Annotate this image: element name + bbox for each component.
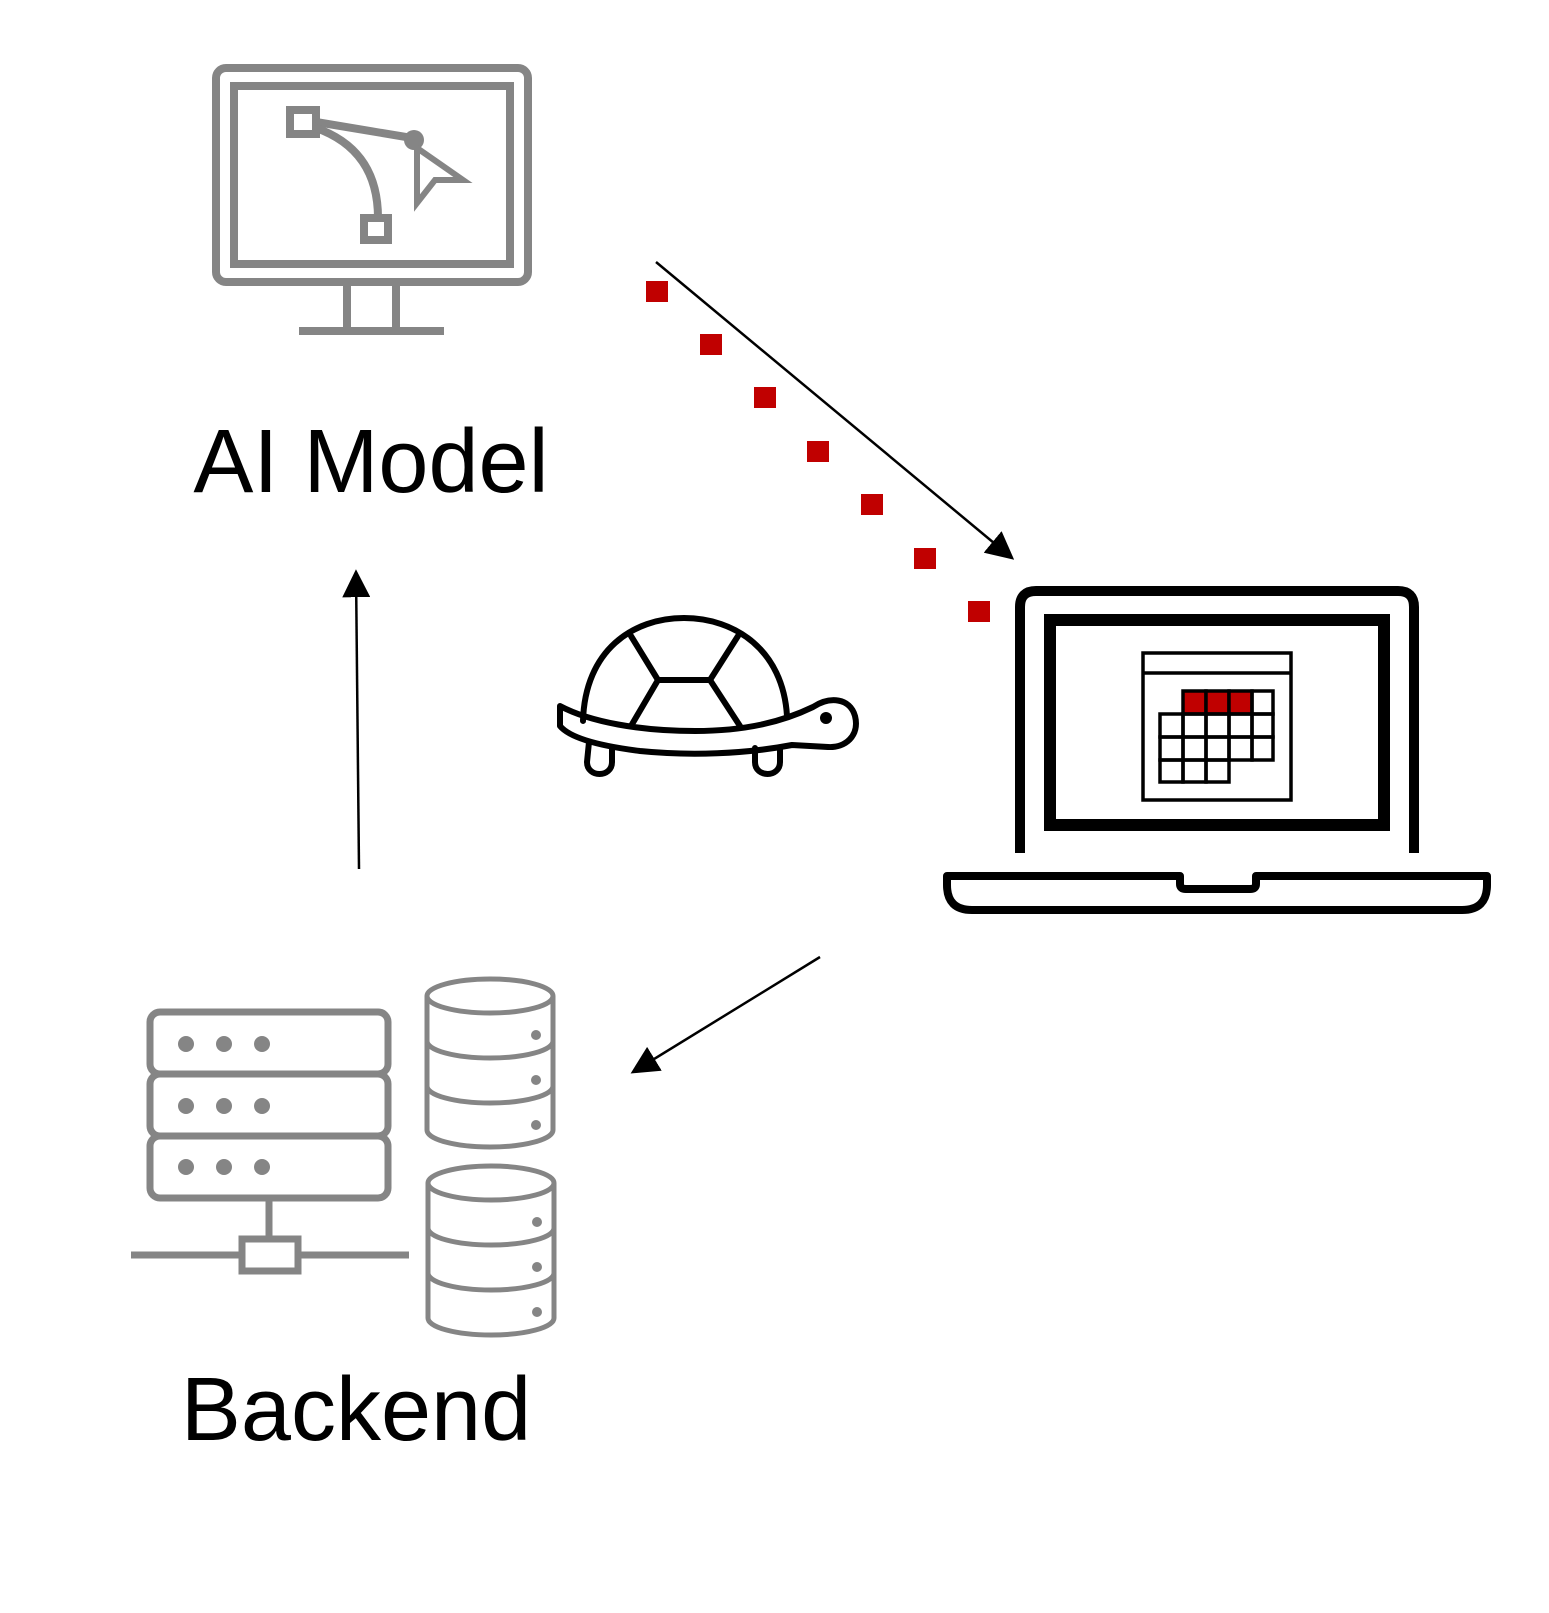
server-led — [254, 1036, 270, 1052]
database-indicator — [531, 1030, 541, 1040]
desktop-monitor-vector-edit-icon — [212, 64, 532, 335]
ai-model-label: AI Model — [193, 412, 548, 512]
turtle-icon — [557, 615, 859, 777]
laptop-base — [943, 872, 1491, 914]
server-led — [216, 1036, 232, 1052]
stream-dot — [807, 441, 829, 462]
database-cylinder-icon — [425, 1163, 557, 1338]
calendar-cell — [1158, 735, 1185, 762]
stream-dot — [968, 601, 990, 622]
database-body — [424, 996, 556, 1150]
server-network-node — [238, 1235, 302, 1275]
arrow-ai-model-to-client — [655, 261, 1015, 560]
server-led — [254, 1098, 270, 1114]
calendar-cell — [1227, 735, 1254, 762]
calendar-cell-highlight — [1227, 689, 1254, 716]
calendar-cell — [1204, 758, 1231, 784]
calendar-cell — [1250, 712, 1275, 739]
bezier-handle-line — [315, 118, 413, 142]
bezier-curve-path — [314, 124, 382, 219]
database-cylinder-icon — [424, 976, 556, 1150]
turtle-shell-pattern — [628, 633, 743, 729]
calendar-cell — [1181, 735, 1208, 762]
calendar-cell — [1158, 758, 1185, 784]
database-top — [424, 976, 556, 1016]
laptop-lid — [1015, 586, 1419, 853]
laptop-screen — [1044, 614, 1390, 831]
laptop-calendar-icon — [943, 586, 1491, 914]
database-indicator — [531, 1120, 541, 1130]
database-divider — [424, 1085, 556, 1106]
server-led — [216, 1159, 232, 1175]
server-led-dots — [178, 1036, 270, 1175]
server-database-icon — [131, 976, 557, 1338]
database-top — [425, 1163, 557, 1203]
calendar-cell — [1250, 735, 1275, 762]
calendar-cell — [1250, 689, 1275, 716]
server-led — [178, 1036, 194, 1052]
server-led — [216, 1098, 232, 1114]
calendar-cell — [1158, 712, 1185, 739]
server-led — [178, 1159, 194, 1175]
monitor-outer-frame — [212, 64, 532, 286]
bezier-anchor-top-icon — [286, 106, 320, 138]
arrow-client-to-backend — [630, 955, 821, 1074]
calendar-cell-highlight — [1204, 689, 1231, 716]
turtle-eye — [820, 712, 832, 724]
bezier-anchor-bottom-icon — [360, 214, 392, 244]
turtle-leg-front — [584, 739, 615, 777]
database-indicator — [532, 1217, 542, 1227]
database-divider — [424, 1040, 556, 1061]
backend-label: Backend — [181, 1360, 531, 1460]
calendar-cell — [1181, 712, 1208, 739]
calendar-cell — [1204, 735, 1231, 762]
calendar-icon — [1141, 651, 1293, 802]
turtle-body — [557, 697, 859, 757]
turtle-leg-back — [752, 745, 783, 777]
calendar-cell — [1227, 712, 1254, 739]
calendar-frame — [1141, 651, 1293, 802]
stream-dot — [914, 548, 936, 569]
database-indicator-group — [532, 1217, 542, 1317]
cursor-arrow-icon — [414, 142, 473, 212]
server-rack-icon — [131, 1008, 409, 1275]
server-led — [178, 1098, 194, 1114]
database-indicator — [532, 1307, 542, 1317]
stream-dot — [700, 334, 722, 355]
monitor-screen — [230, 82, 514, 268]
dotted-data-stream — [646, 281, 990, 622]
calendar-cell-highlight — [1181, 689, 1208, 716]
server-led — [254, 1159, 270, 1175]
database-body — [425, 1183, 557, 1338]
database-divider — [425, 1227, 557, 1248]
database-indicator — [531, 1075, 541, 1085]
calendar-cell — [1204, 712, 1231, 739]
arrow-backend-to-ai-model — [342, 569, 371, 870]
database-indicator — [532, 1262, 542, 1272]
turtle-shell — [580, 615, 790, 724]
database-divider — [425, 1272, 557, 1293]
stream-dot — [861, 494, 883, 515]
bezier-control-point-icon — [404, 130, 424, 150]
database-indicator-group — [531, 1030, 541, 1130]
stream-dot — [754, 387, 776, 408]
stream-dot — [646, 281, 668, 302]
calendar-cell — [1181, 758, 1208, 784]
